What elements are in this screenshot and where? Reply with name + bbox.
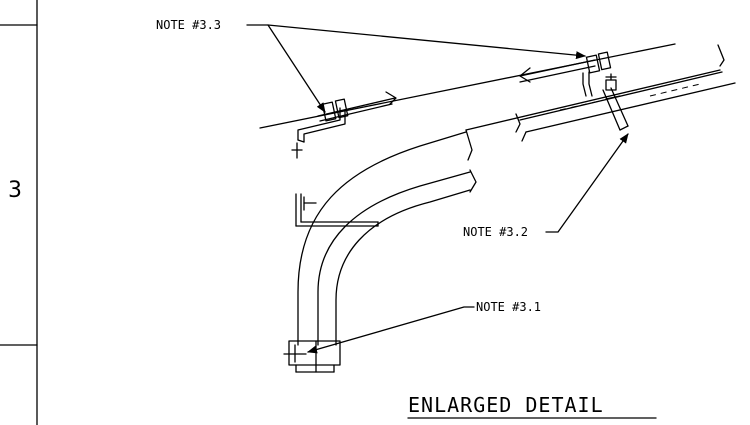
- pipe-coupling: [283, 340, 341, 373]
- pipe-elbow: [297, 129, 477, 346]
- pipe-straight-run: [465, 44, 736, 142]
- clamp-assembly-left: [291, 91, 397, 159]
- leaders: [246, 24, 629, 354]
- note-3-1-label: NOTE #3.1: [476, 300, 541, 314]
- pipe-strap: [602, 73, 629, 131]
- note-3-3-label: NOTE #3.3: [156, 18, 221, 32]
- sheet-border: [0, 0, 38, 425]
- angle-bracket-mid: [295, 193, 379, 227]
- note-3-2-label: NOTE #3.2: [463, 225, 528, 239]
- detail-title: ENLARGED DETAIL: [408, 393, 604, 417]
- zone-number: 3: [8, 178, 22, 203]
- clamp-assembly-right: [519, 51, 612, 97]
